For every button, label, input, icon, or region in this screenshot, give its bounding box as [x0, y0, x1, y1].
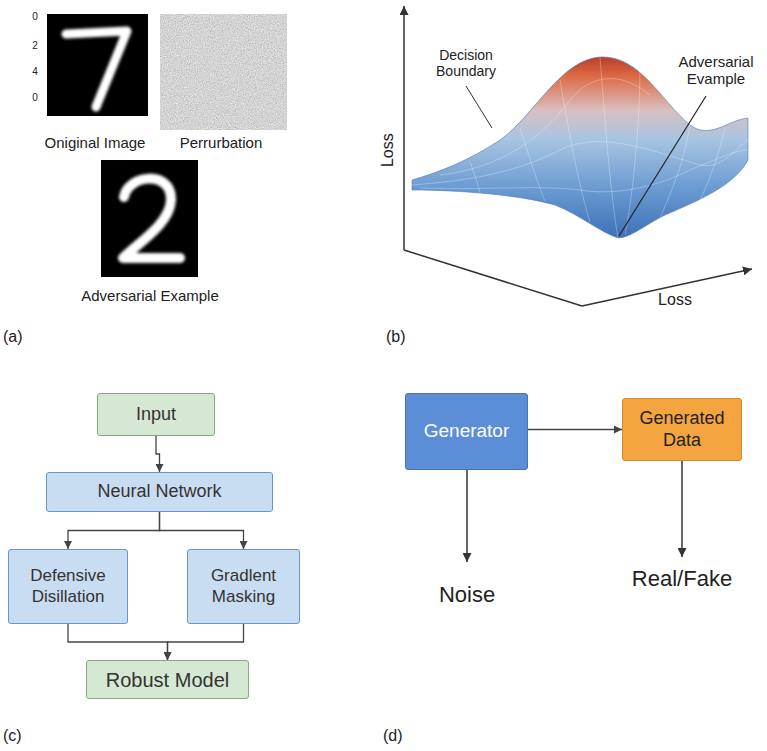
digit-image	[101, 160, 198, 277]
output-box: Robust Model	[86, 660, 249, 699]
node-text: Gradlent Masking	[194, 566, 293, 607]
digit-stroke	[66, 31, 127, 107]
axis-tick: 0	[30, 11, 40, 23]
mesh-line	[560, 80, 590, 222]
process-box: Neural Network	[46, 472, 273, 512]
node-text: Neural Network	[97, 481, 221, 503]
axis-title: Loss	[379, 125, 397, 175]
mesh-line	[660, 125, 690, 218]
leader-line	[619, 96, 706, 236]
mesh-line	[440, 79, 650, 175]
node-text: Defensive Disillation	[15, 566, 121, 607]
process-box: Gradlent Masking	[187, 549, 300, 624]
connectors	[68, 430, 622, 661]
input-box: Input	[97, 393, 215, 436]
flow-arrow	[160, 512, 244, 549]
axis-line	[404, 250, 582, 306]
panel-label: (b)	[386, 328, 416, 346]
axis-tick: 2	[30, 40, 40, 52]
output-arrow	[681, 461, 683, 557]
mesh-line	[520, 128, 545, 201]
flow-arrow	[68, 624, 168, 660]
mesh-line	[700, 128, 725, 200]
node-text: Input	[136, 404, 176, 426]
mesh-line	[470, 162, 480, 193]
axis-tick: 4	[30, 66, 40, 78]
flow-arrow	[168, 624, 244, 660]
node-text: Robust Model	[106, 668, 229, 692]
mesh-line	[420, 150, 748, 192]
flow-arrow	[68, 512, 160, 549]
flow-arrow	[528, 429, 622, 430]
plot-axes	[404, 6, 752, 306]
data-box: Generated Data	[622, 398, 742, 461]
output-label: Real/Fake	[607, 566, 757, 591]
digit-stroke	[123, 179, 180, 258]
noise-image	[160, 14, 287, 130]
output-arrow	[466, 470, 468, 562]
panel-label: (c)	[3, 727, 33, 745]
digit-image	[47, 14, 148, 116]
annotation: Decision Boundary	[425, 47, 507, 79]
panel-label: (a)	[3, 328, 33, 346]
image-caption: Oniginal Image	[35, 134, 155, 151]
mesh-line	[625, 62, 640, 235]
panel-label: (d)	[383, 727, 413, 745]
axis-tick: 0	[30, 92, 40, 104]
leader-line	[466, 86, 492, 128]
mesh-line	[600, 57, 618, 238]
noise-texture	[160, 14, 287, 130]
image-caption: Perrurbation	[161, 134, 281, 151]
axis-title: Loss	[645, 291, 705, 309]
node-text: Generated Data	[629, 408, 735, 451]
annotation: Adversarial Evample	[668, 53, 764, 88]
image-caption: Adversarial Example	[62, 287, 238, 304]
generator-box: Generator	[405, 393, 528, 470]
process-box: Defensive Disillation	[8, 549, 128, 624]
output-label: Noise	[412, 582, 522, 607]
axis-line	[403, 6, 405, 250]
flow-arrow	[156, 436, 160, 472]
mesh-line	[412, 140, 748, 185]
node-text: Generator	[424, 420, 510, 443]
